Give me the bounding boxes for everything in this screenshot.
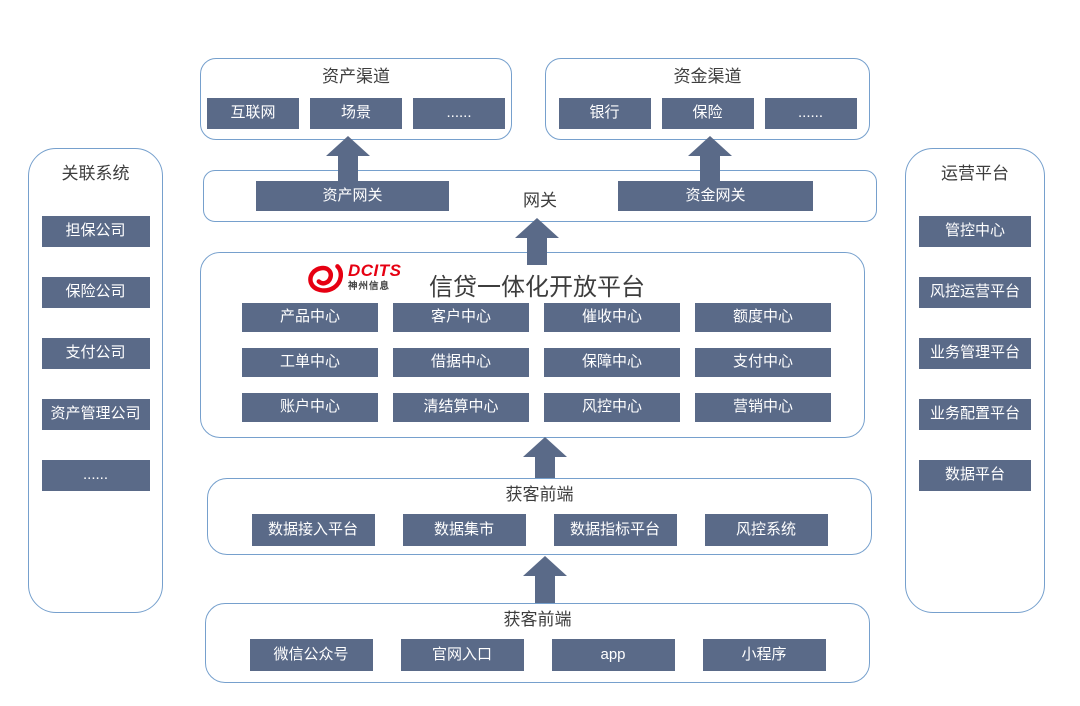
- up-arrow-platform-icon: [523, 437, 567, 478]
- arrow-head: [688, 136, 732, 156]
- channel-chip: ......: [413, 97, 505, 129]
- asset-channel-items: 互联网 场景 ......: [201, 97, 511, 129]
- frontend-chip: 微信公众号: [249, 638, 373, 671]
- center-chip: 保障中心: [544, 348, 680, 377]
- platform-grid-row: 工单中心 借据中心 保障中心 支付中心: [242, 348, 831, 377]
- channel-chip: 银行: [558, 97, 651, 129]
- center-chip: 催收中心: [544, 303, 680, 332]
- data-chip: 风控系统: [704, 513, 828, 546]
- fund-channel-box: 资金渠道 银行 保险 ......: [545, 58, 870, 140]
- acquisition-frontend-title: 获客前端: [503, 610, 572, 629]
- platform-box: DCITS 神州信息 信贷一体化开放平台 产品中心 客户中心 催收中心 额度中心…: [200, 252, 865, 438]
- center-chip: 额度中心: [695, 303, 831, 332]
- up-arrow-data-icon: [523, 556, 567, 603]
- channel-chip: 互联网: [207, 97, 299, 129]
- platform-title: 信贷一体化开放平台: [429, 274, 645, 301]
- frontend-chip: 小程序: [702, 638, 826, 671]
- center-chip: 借据中心: [393, 348, 529, 377]
- up-arrow-asset-icon: [326, 136, 370, 182]
- operations-chip: 数据平台: [919, 459, 1031, 491]
- center-chip: 账户中心: [242, 393, 378, 422]
- arrow-head: [515, 218, 559, 238]
- dcits-logo: DCITS 神州信息: [307, 261, 402, 293]
- acquisition-frontend-items: 微信公众号 官网入口 app 小程序: [206, 638, 869, 671]
- asset-gateway-chip: 资产网关: [256, 181, 449, 211]
- center-chip: 客户中心: [393, 303, 529, 332]
- related-system-chip: 支付公司: [41, 337, 150, 369]
- related-system-chip: 保险公司: [41, 276, 150, 308]
- data-frontend-box: 获客前端 数据接入平台 数据集市 数据指标平台 风控系统: [207, 478, 872, 555]
- operations-panel: 运营平台 管控中心 风控运营平台 业务管理平台 业务配置平台 数据平台: [905, 148, 1045, 613]
- channel-chip: ......: [764, 97, 857, 129]
- channel-chip: 场景: [310, 97, 402, 129]
- asset-channel-title: 资产渠道: [322, 67, 390, 86]
- data-chip: 数据集市: [402, 513, 526, 546]
- data-frontend-title: 获客前端: [505, 485, 574, 504]
- arrow-head: [523, 437, 567, 457]
- center-chip: 营销中心: [695, 393, 831, 422]
- related-system-chip: ......: [41, 459, 150, 491]
- arrow-stem: [700, 156, 720, 182]
- center-chip: 工单中心: [242, 348, 378, 377]
- up-arrow-gateway-icon: [515, 218, 559, 265]
- data-chip: 数据指标平台: [553, 513, 677, 546]
- platform-header: DCITS 神州信息 信贷一体化开放平台: [201, 259, 864, 303]
- acquisition-frontend-box: 获客前端 微信公众号 官网入口 app 小程序: [205, 603, 870, 683]
- arrow-stem: [535, 576, 555, 603]
- up-arrow-fund-icon: [688, 136, 732, 182]
- platform-grid-row: 账户中心 清结算中心 风控中心 营销中心: [242, 393, 831, 422]
- center-chip: 清结算中心: [393, 393, 529, 422]
- arrow-head: [523, 556, 567, 576]
- operations-chip: 风控运营平台: [919, 276, 1031, 308]
- dcits-swirl-icon: [308, 264, 343, 293]
- dcits-logo-text: DCITS 神州信息: [348, 262, 402, 292]
- arrow-stem: [527, 238, 547, 265]
- related-system-chip: 资产管理公司: [41, 398, 150, 430]
- center-chip: 风控中心: [544, 393, 680, 422]
- center-chip: 产品中心: [242, 303, 378, 332]
- operations-chip: 业务配置平台: [919, 398, 1031, 430]
- platform-grid-row: 产品中心 客户中心 催收中心 额度中心: [242, 303, 831, 332]
- gateway-box: 资产网关 网关 资金网关: [203, 170, 877, 222]
- platform-center-grid: 产品中心 客户中心 催收中心 额度中心 工单中心 借据中心 保障中心 支付中心 …: [242, 303, 831, 422]
- frontend-chip: app: [551, 638, 675, 671]
- gateway-title: 网关: [523, 191, 557, 210]
- related-systems-panel: 关联系统 担保公司 保险公司 支付公司 资产管理公司 ......: [28, 148, 163, 613]
- dcits-brand: DCITS: [348, 261, 402, 281]
- data-frontend-items: 数据接入平台 数据集市 数据指标平台 风控系统: [208, 513, 871, 546]
- operations-title: 运营平台: [941, 164, 1009, 183]
- asset-channel-box: 资产渠道 互联网 场景 ......: [200, 58, 512, 140]
- fund-channel-title: 资金渠道: [673, 67, 742, 86]
- dcits-subtitle: 神州信息: [348, 281, 391, 293]
- frontend-chip: 官网入口: [400, 638, 524, 671]
- fund-channel-items: 银行 保险 ......: [546, 97, 869, 129]
- data-chip: 数据接入平台: [251, 513, 375, 546]
- arrow-head: [326, 136, 370, 156]
- operations-chip: 管控中心: [919, 215, 1031, 247]
- arrow-stem: [535, 457, 555, 478]
- center-chip: 支付中心: [695, 348, 831, 377]
- channel-chip: 保险: [661, 97, 754, 129]
- arrow-stem: [338, 156, 358, 182]
- fund-gateway-chip: 资金网关: [618, 181, 813, 211]
- related-system-chip: 担保公司: [41, 215, 150, 247]
- related-systems-title: 关联系统: [61, 164, 130, 183]
- operations-chip: 业务管理平台: [919, 337, 1031, 369]
